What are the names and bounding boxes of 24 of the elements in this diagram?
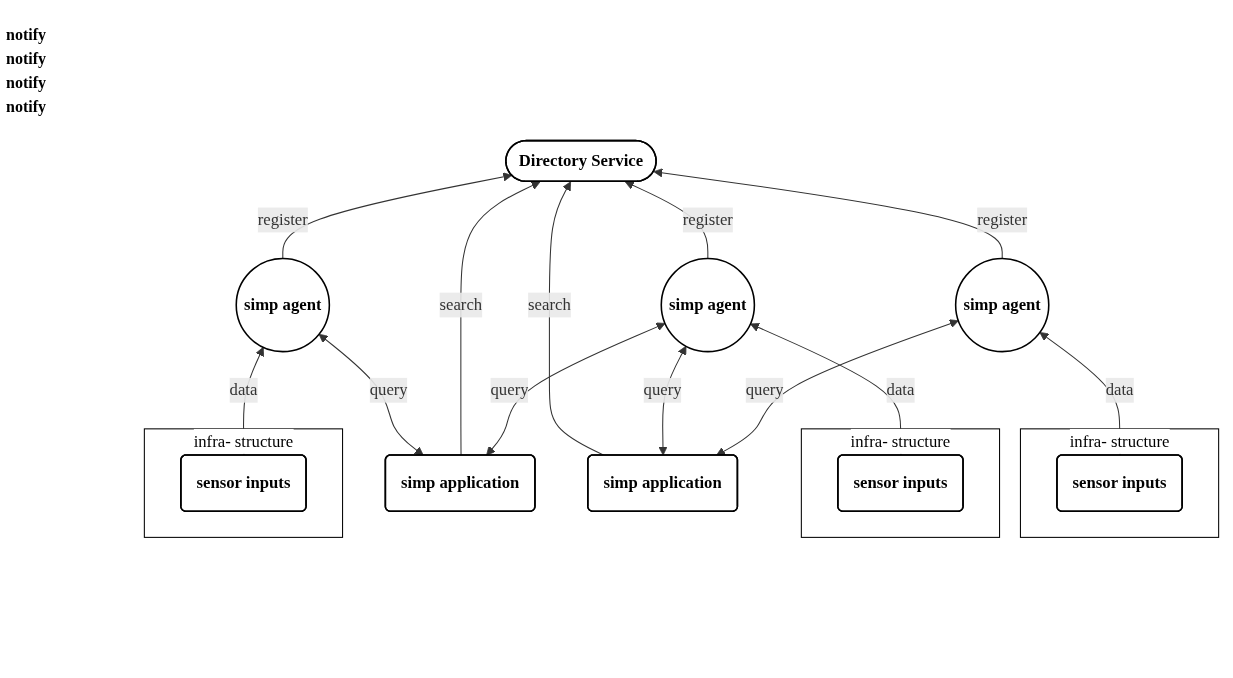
edge-label: register	[257, 210, 308, 229]
edge-note: notify	[6, 98, 47, 116]
arrow	[653, 168, 1003, 260]
arrow	[318, 333, 424, 456]
node-circle: simp agent	[954, 257, 1050, 353]
edge-label: register	[682, 210, 733, 229]
edge-note: notify	[6, 26, 47, 44]
edge-label: query	[643, 380, 682, 399]
edge-label: search	[439, 295, 483, 314]
node-circle: simp agent	[660, 257, 756, 353]
arrow	[282, 172, 513, 260]
edge-note: notify	[6, 74, 47, 92]
edge-label: query	[490, 380, 529, 399]
edge-label: data	[229, 380, 258, 399]
edge-label: data	[886, 380, 915, 399]
arrow	[486, 322, 666, 456]
arrow	[460, 181, 541, 456]
edge-label: search	[528, 295, 571, 314]
edge-note: notify	[6, 50, 47, 68]
node-circle: simp agent	[235, 257, 331, 353]
edge-label: data	[1105, 380, 1134, 399]
edge-label: query	[369, 380, 408, 399]
edge-label: query	[745, 380, 784, 399]
edge-label: register	[977, 210, 1028, 229]
